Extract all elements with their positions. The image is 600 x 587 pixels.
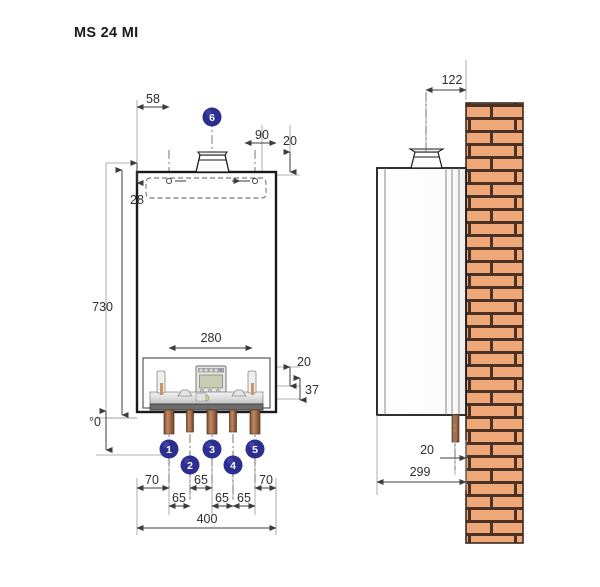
dim-65-b-text: 65 <box>194 473 208 487</box>
callout-badge-4-label: 4 <box>230 460 236 472</box>
dim-299: 299 <box>376 465 467 485</box>
dim-70-left-text: 70 <box>145 473 159 487</box>
dim-58-text: 58 <box>146 92 160 106</box>
dim-122-text: 122 <box>442 73 463 87</box>
dim-37-text: 37 <box>305 383 319 397</box>
connection-pipes <box>163 409 261 435</box>
dim-280: 280 <box>168 331 253 351</box>
dim-20-side: 20 <box>420 443 467 461</box>
dim-chain-lower: 65 65 65 <box>168 491 256 509</box>
side-connection-pipe <box>451 414 460 443</box>
dim-chain-upper: 70 65 70 <box>136 473 277 491</box>
dim-28-text: 28 <box>130 193 144 207</box>
display-screen <box>199 374 223 389</box>
flue-outlet-front <box>195 151 230 173</box>
dim-122: 122 <box>425 73 467 93</box>
callout-badge-4[interactable]: 4 <box>223 455 243 475</box>
dim-datum-text: °0 <box>89 415 101 429</box>
flue-outlet-side <box>408 148 445 169</box>
callout-badge-6-label: 6 <box>209 112 215 124</box>
dim-20-top-text: 20 <box>283 134 297 148</box>
dim-datum: °0 <box>89 408 113 453</box>
callout-badge-5[interactable]: 5 <box>245 439 265 459</box>
dim-65-d-text: 65 <box>237 491 251 505</box>
boiler-casing-side <box>376 167 467 416</box>
dim-90-text: 90 <box>255 128 269 142</box>
dim-58: 58 <box>136 92 170 110</box>
dim-65-c-text: 65 <box>215 491 229 505</box>
side-view-group: 122 20 299 <box>376 60 524 544</box>
control-panel <box>195 365 227 396</box>
dim-37: 37 <box>293 375 319 403</box>
hydraulic-manifold <box>149 370 264 411</box>
callout-badge-3-label: 3 <box>209 444 215 456</box>
dim-20-top: 20 <box>283 134 297 175</box>
dim-20-side-text: 20 <box>420 443 434 457</box>
dim-90: 90 <box>244 128 277 146</box>
dim-730: 730 <box>92 167 129 418</box>
dim-28: 28 <box>130 160 144 207</box>
dim-400-text: 400 <box>197 512 218 526</box>
callout-badge-1-label: 1 <box>166 444 172 456</box>
callout-badge-3[interactable]: 3 <box>202 439 222 459</box>
dim-20-right: 20 <box>283 355 311 389</box>
callout-badge-2[interactable]: 2 <box>180 455 200 475</box>
callout-badge-5-label: 5 <box>252 444 258 456</box>
dim-400: 400 <box>136 512 277 531</box>
page-title: MS 24 MI <box>74 25 139 41</box>
dim-730-text: 730 <box>92 300 113 314</box>
front-view-group: 58 90 20 28 730 280 <box>89 92 319 535</box>
dim-280-text: 280 <box>201 331 222 345</box>
callout-badge-1[interactable]: 1 <box>159 439 179 459</box>
dim-20-right-text: 20 <box>297 355 311 369</box>
brick-wall <box>465 102 524 544</box>
mounting-bracket-outline <box>145 177 267 199</box>
side-center-lines <box>425 92 456 470</box>
callout-badge-2-label: 2 <box>187 460 193 472</box>
dim-65-a-text: 65 <box>172 491 186 505</box>
dim-299-text: 299 <box>410 465 431 479</box>
callout-badge-6[interactable]: 6 <box>202 107 222 127</box>
dim-70-right-text: 70 <box>259 473 273 487</box>
